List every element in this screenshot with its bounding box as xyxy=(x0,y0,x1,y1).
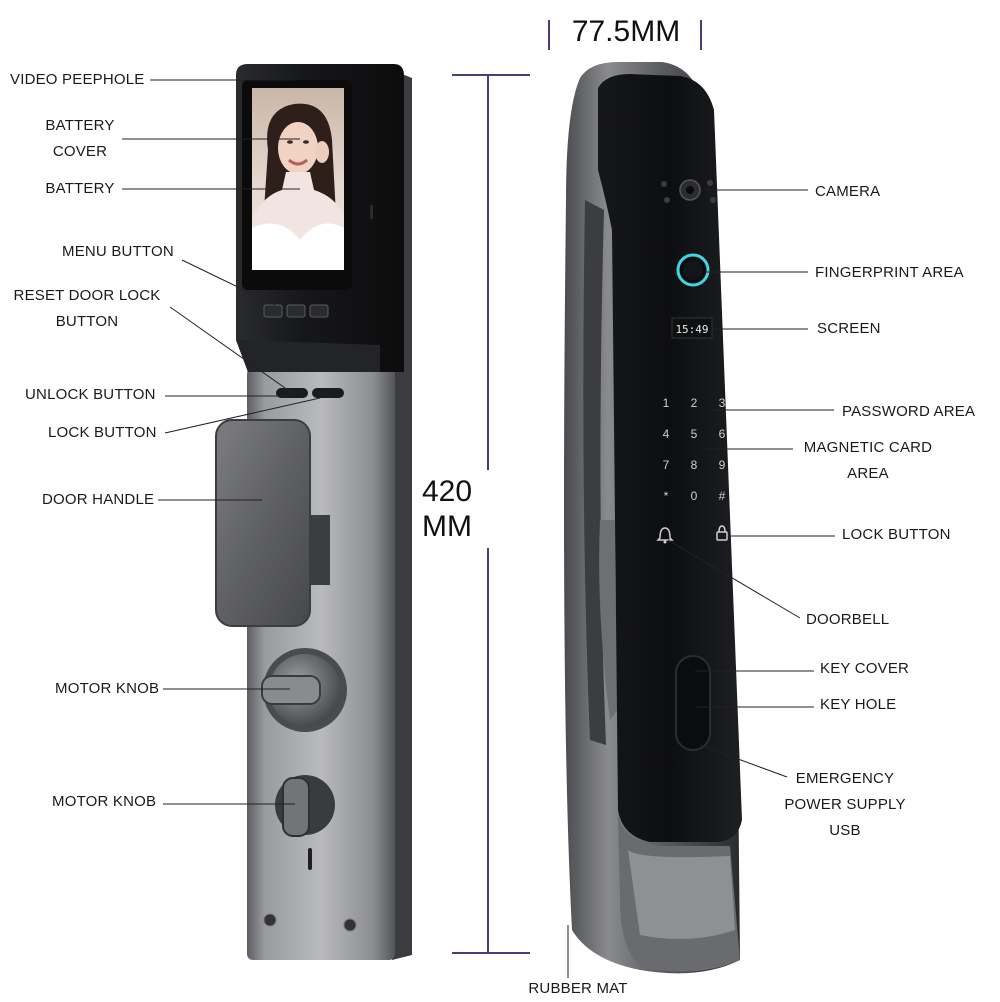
keypad-key[interactable]: 3 xyxy=(719,396,726,410)
label-menu-button: MENU BUTTON xyxy=(62,243,174,260)
label-rubber-mat: RUBBER MAT xyxy=(528,980,628,997)
motor-knob-upper[interactable] xyxy=(261,675,321,705)
keypad-key[interactable]: 1 xyxy=(663,396,670,410)
label-battery-cover-1: BATTERY xyxy=(45,117,115,134)
label-video-peephole: VIDEO PEEPHOLE xyxy=(10,71,145,88)
lock-icon[interactable] xyxy=(716,525,728,541)
keypad-key[interactable]: 2 xyxy=(691,396,698,410)
key-cover[interactable] xyxy=(675,655,711,751)
keypad-key[interactable]: # xyxy=(719,489,726,503)
screw-right xyxy=(343,918,357,932)
label-magnetic-2: AREA xyxy=(847,465,889,482)
label-emergency-1: EMERGENCY xyxy=(795,770,895,787)
label-unlock-button: UNLOCK BUTTON xyxy=(25,386,156,403)
menu-button-left[interactable] xyxy=(263,304,283,318)
label-motor-knob-2: MOTOR KNOB xyxy=(52,793,157,810)
keypad-key[interactable]: 6 xyxy=(719,427,726,441)
height-dimension-unit: MM xyxy=(422,510,472,543)
label-fingerprint-area: FINGERPRINT AREA xyxy=(815,264,964,281)
display-screen xyxy=(252,88,344,270)
label-reset-1: RESET DOOR LOCK xyxy=(13,287,161,304)
label-camera: CAMERA xyxy=(815,183,881,200)
lock-screen xyxy=(671,317,713,339)
label-lock-button-right: LOCK BUTTON xyxy=(842,526,951,543)
menu-button-center[interactable] xyxy=(286,304,306,318)
keypad-key[interactable]: 7 xyxy=(663,458,670,472)
height-dimension-value: 420 xyxy=(421,475,473,508)
label-battery-cover-2: COVER xyxy=(52,143,108,160)
keypad-key[interactable]: 9 xyxy=(719,458,726,472)
keypad-key[interactable]: 8 xyxy=(691,458,698,472)
lock-screen-time: 15:49 xyxy=(675,323,708,336)
label-screen: SCREEN xyxy=(817,320,881,337)
keypad-key[interactable]: 5 xyxy=(691,427,698,441)
side-lock: 15:49 1 2 3 4 5 6 7 8 9 * 0 # xyxy=(564,62,742,974)
keypad-key[interactable]: * xyxy=(664,489,669,503)
label-motor-knob-1: MOTOR KNOB xyxy=(55,680,160,697)
label-magnetic-1: MAGNETIC CARD xyxy=(803,439,933,456)
front-lock xyxy=(215,64,412,960)
label-door-handle: DOOR HANDLE xyxy=(42,491,155,508)
label-emergency-2: POWER SUPPLY xyxy=(784,796,906,813)
keypad: 1 2 3 4 5 6 7 8 9 * 0 # xyxy=(663,396,726,503)
label-emergency-3: USB xyxy=(829,822,861,839)
keypad-key[interactable]: 4 xyxy=(663,427,670,441)
label-battery: BATTERY xyxy=(45,180,115,197)
label-key-cover: KEY COVER xyxy=(820,660,910,677)
motor-knob-lower[interactable] xyxy=(282,777,310,837)
lock-slot[interactable] xyxy=(312,388,344,398)
doorbell-icon[interactable] xyxy=(656,527,674,544)
screw-left xyxy=(263,913,277,927)
label-reset-2: BUTTON xyxy=(55,313,119,330)
dimension-lines xyxy=(452,20,702,954)
label-password-area: PASSWORD AREA xyxy=(842,403,976,420)
door-handle[interactable] xyxy=(215,419,311,627)
width-dimension: 77.5MM xyxy=(571,15,681,48)
label-doorbell: DOORBELL xyxy=(806,611,890,628)
keypad-key[interactable]: 0 xyxy=(691,489,698,503)
label-key-hole: KEY HOLE xyxy=(820,696,897,713)
menu-button-right[interactable] xyxy=(309,304,329,318)
label-lock-button: LOCK BUTTON xyxy=(48,424,157,441)
leader-lines xyxy=(122,79,835,978)
